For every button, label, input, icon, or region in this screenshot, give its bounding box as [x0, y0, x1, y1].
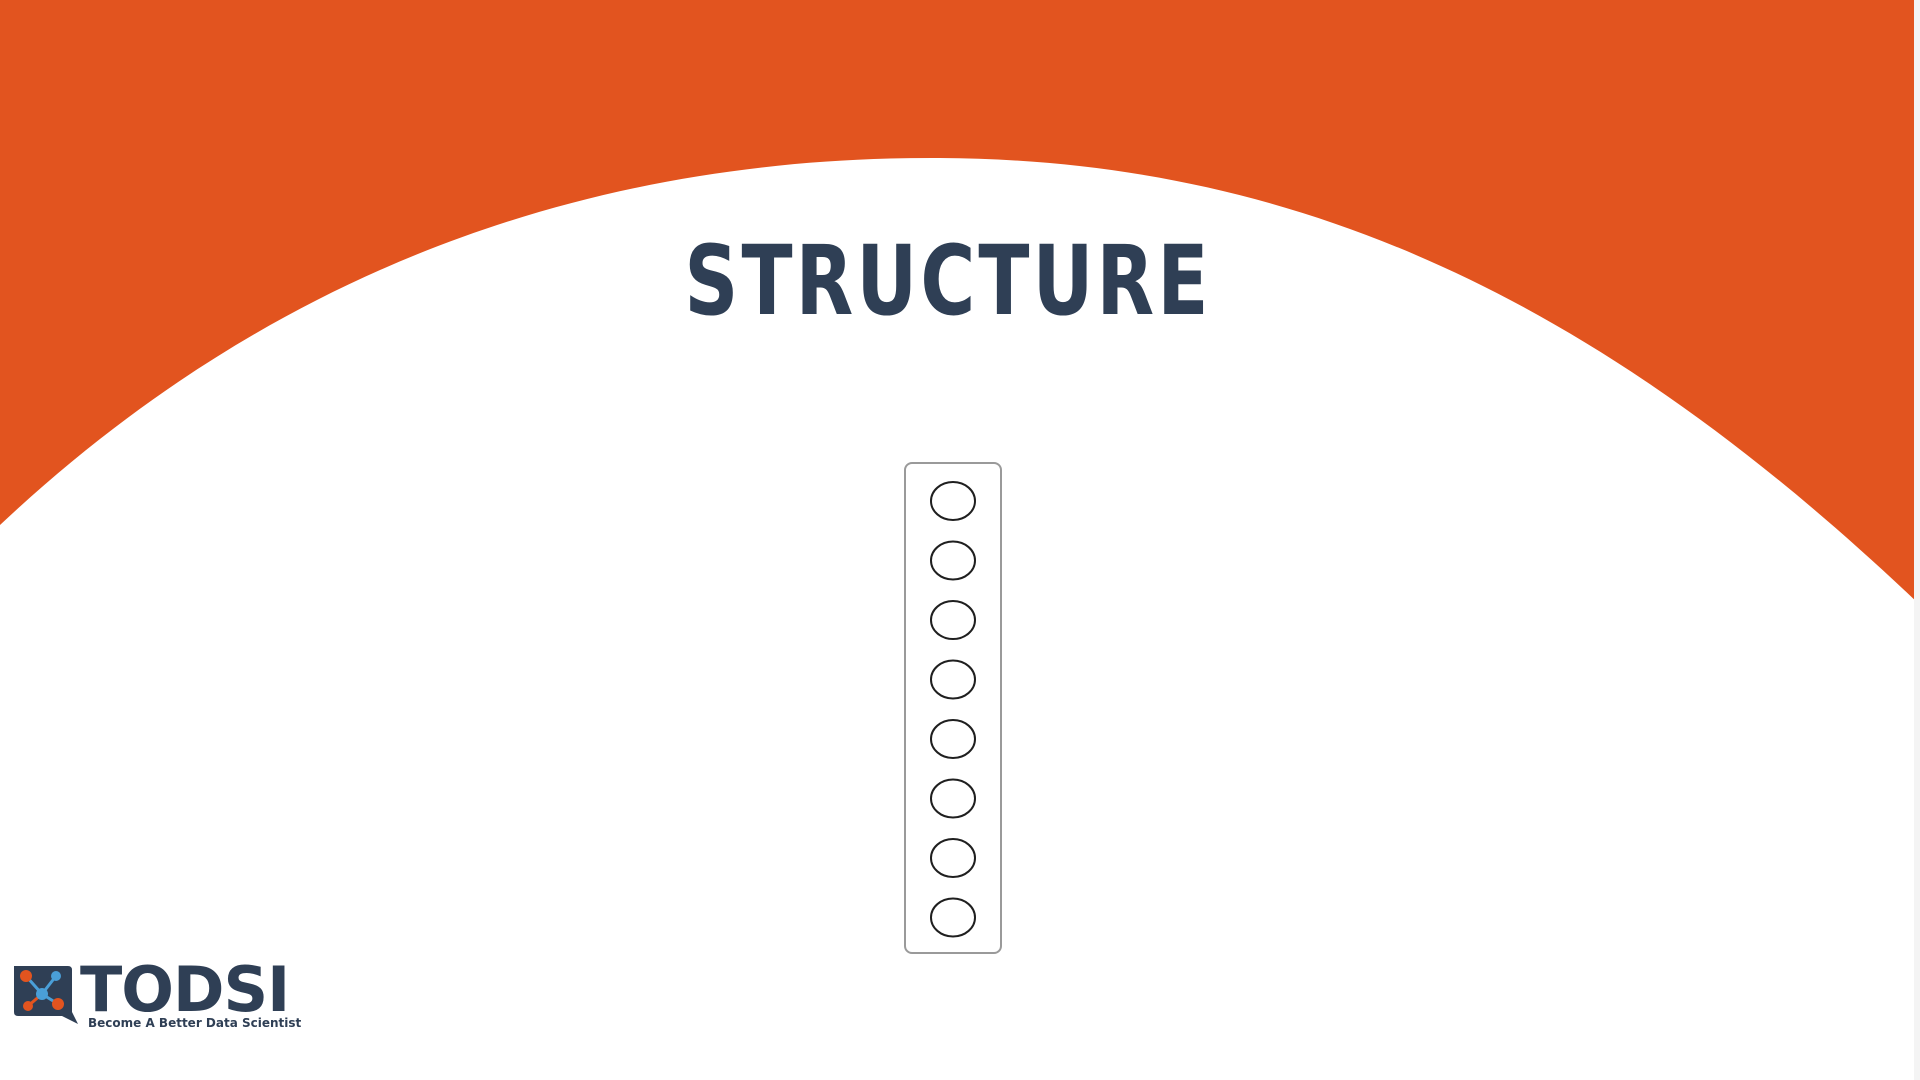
layer-node: [930, 481, 976, 521]
layer-node: [930, 540, 976, 581]
layer-node: [930, 600, 976, 640]
layer-node: [930, 897, 976, 938]
logo-wordmark: TODSI: [80, 953, 290, 1026]
slide-title: STRUCTURE: [684, 225, 1212, 337]
todsi-logo: TODSI Become A Better Data Scientist: [10, 958, 310, 1032]
right-edge-strip: [1914, 0, 1920, 1080]
layer-nodes: [930, 481, 976, 938]
layer-node: [930, 659, 976, 700]
orange-arc-shape: [0, 0, 1920, 605]
layer-node: [930, 778, 976, 819]
layer-node: [930, 838, 976, 878]
layer-node: [930, 719, 976, 759]
neural-layer-box: [904, 462, 1002, 954]
logo-tagline: Become A Better Data Scientist: [88, 1016, 302, 1030]
network-speech-bubble-icon: [14, 966, 78, 1024]
